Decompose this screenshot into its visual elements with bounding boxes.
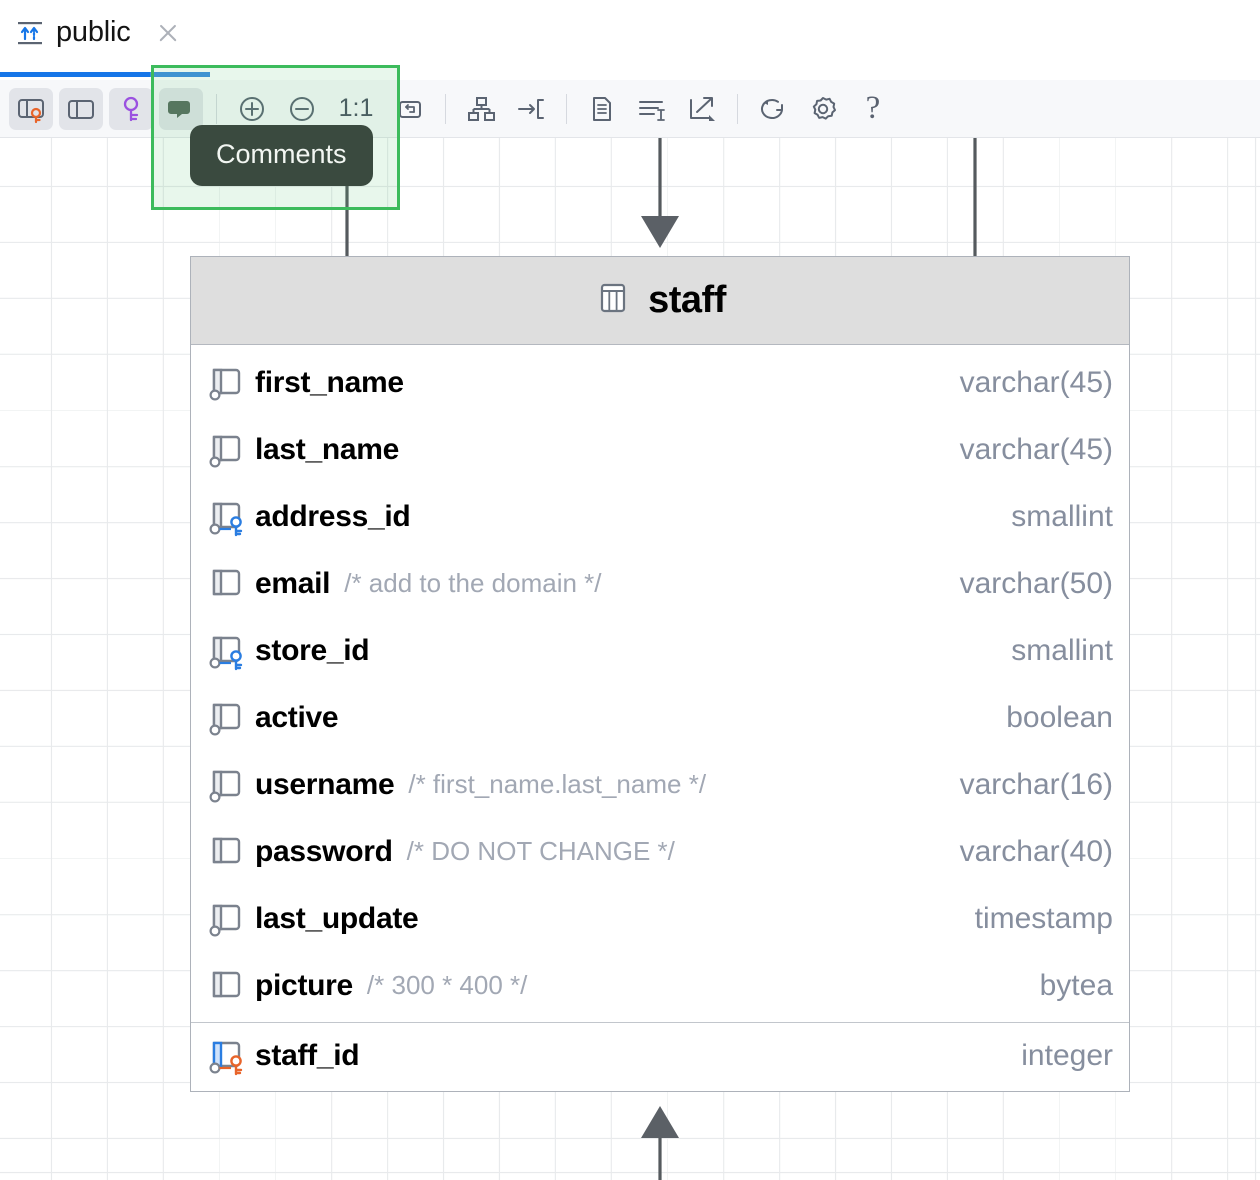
column-type: bytea <box>1039 968 1113 1002</box>
column-name: picture <box>255 968 353 1002</box>
show-comments-toggle[interactable] <box>159 87 203 130</box>
column-row[interactable]: password /* DO NOT CHANGE */ varchar(40) <box>191 818 1129 885</box>
column-comment: /* first_name.last_name */ <box>408 769 707 799</box>
column-row[interactable]: store_id smallint <box>191 617 1129 684</box>
column-row-primary-key[interactable]: staff_id integer <box>191 1022 1129 1089</box>
edit-text-button[interactable] <box>630 88 674 130</box>
column-icon <box>205 696 249 740</box>
table-title: staff <box>648 279 726 321</box>
column-type: boolean <box>1006 700 1113 734</box>
column-type: smallint <box>1011 499 1113 533</box>
close-icon[interactable] <box>155 20 181 46</box>
primary-key-column-icon <box>205 1034 249 1078</box>
column-name: staff_id <box>255 1039 360 1072</box>
loading-progress-bar <box>0 72 210 77</box>
column-icon <box>205 428 249 472</box>
copy-document-button[interactable] <box>580 88 624 130</box>
tab-bar: public <box>0 0 1260 65</box>
toolbar-separator <box>737 93 738 124</box>
column-name: last_update <box>255 901 419 935</box>
jump-to-button[interactable] <box>509 88 553 130</box>
gear-icon[interactable] <box>801 88 845 130</box>
show-panel-toggle[interactable] <box>59 87 103 130</box>
column-row[interactable]: active boolean <box>191 684 1129 751</box>
loading-progress-fill <box>0 72 150 77</box>
column-type: varchar(50) <box>959 566 1113 600</box>
tooltip-text: Comments <box>216 139 347 169</box>
toolbar-separator <box>566 93 567 124</box>
refresh-button[interactable] <box>751 88 795 130</box>
table-grid-icon <box>594 279 632 322</box>
column-comment: /* DO NOT CHANGE */ <box>406 836 675 866</box>
column-icon <box>205 897 249 941</box>
show-keys-toggle[interactable] <box>109 87 153 130</box>
column-icon <box>205 562 249 606</box>
fit-to-screen-button[interactable] <box>388 88 432 130</box>
column-row[interactable]: email /* add to the domain */ varchar(50) <box>191 550 1129 617</box>
column-name: password <box>255 834 393 868</box>
export-button[interactable] <box>680 88 724 130</box>
column-icon <box>205 964 249 1008</box>
column-row[interactable]: last_name varchar(45) <box>191 416 1129 483</box>
column-type: integer <box>1021 1039 1113 1072</box>
schema-sync-icon <box>16 19 44 47</box>
tab-public[interactable]: public <box>0 1 195 65</box>
foreign-key-column-icon <box>205 629 249 673</box>
column-comment: /* add to the domain */ <box>344 568 602 598</box>
zoom-level-label: 1:1 <box>338 94 374 122</box>
column-icon <box>205 361 249 405</box>
column-type: varchar(45) <box>959 365 1113 399</box>
zoom-reset-button[interactable]: 1:1 <box>330 88 382 130</box>
column-icon <box>205 763 249 807</box>
show-columns-toggle[interactable] <box>9 87 53 130</box>
zoom-out-button[interactable] <box>280 88 324 130</box>
toolbar-separator <box>216 93 217 124</box>
column-row[interactable]: last_update timestamp <box>191 885 1129 952</box>
column-list: first_name varchar(45) last_name varchar(45… <box>191 345 1129 1091</box>
column-type: varchar(40) <box>959 834 1113 868</box>
column-name: email <box>255 566 331 600</box>
help-button[interactable]: ? <box>851 88 895 130</box>
column-comment: /* 300 * 400 */ <box>366 970 528 1000</box>
zoom-in-button[interactable] <box>230 88 274 130</box>
column-row[interactable]: picture /* 300 * 400 */ bytea <box>191 952 1129 1019</box>
foreign-key-column-icon <box>205 495 249 539</box>
column-name: address_id <box>255 499 411 533</box>
table-header[interactable]: staff <box>191 257 1129 345</box>
column-type: varchar(16) <box>959 767 1113 801</box>
tab-label: public <box>56 16 131 48</box>
column-name: username <box>255 767 395 801</box>
column-row[interactable]: username /* first_name.last_name */ varcha… <box>191 751 1129 818</box>
column-icon <box>205 830 249 874</box>
diagram-toolbar: 1:1 <box>0 80 1260 138</box>
column-name: store_id <box>255 633 370 667</box>
column-name: first_name <box>255 365 404 399</box>
column-type: timestamp <box>974 901 1113 935</box>
column-name: active <box>255 700 339 734</box>
column-row[interactable]: address_id smallint <box>191 483 1129 550</box>
question-mark-icon: ? <box>865 90 881 126</box>
column-type: varchar(45) <box>959 432 1113 466</box>
column-type: smallint <box>1011 633 1113 667</box>
column-row[interactable]: first_name varchar(45) <box>191 349 1129 416</box>
tooltip-comments: Comments <box>190 125 373 186</box>
toolbar-separator <box>445 93 446 124</box>
layout-button[interactable] <box>459 88 503 130</box>
column-name: last_name <box>255 432 400 466</box>
